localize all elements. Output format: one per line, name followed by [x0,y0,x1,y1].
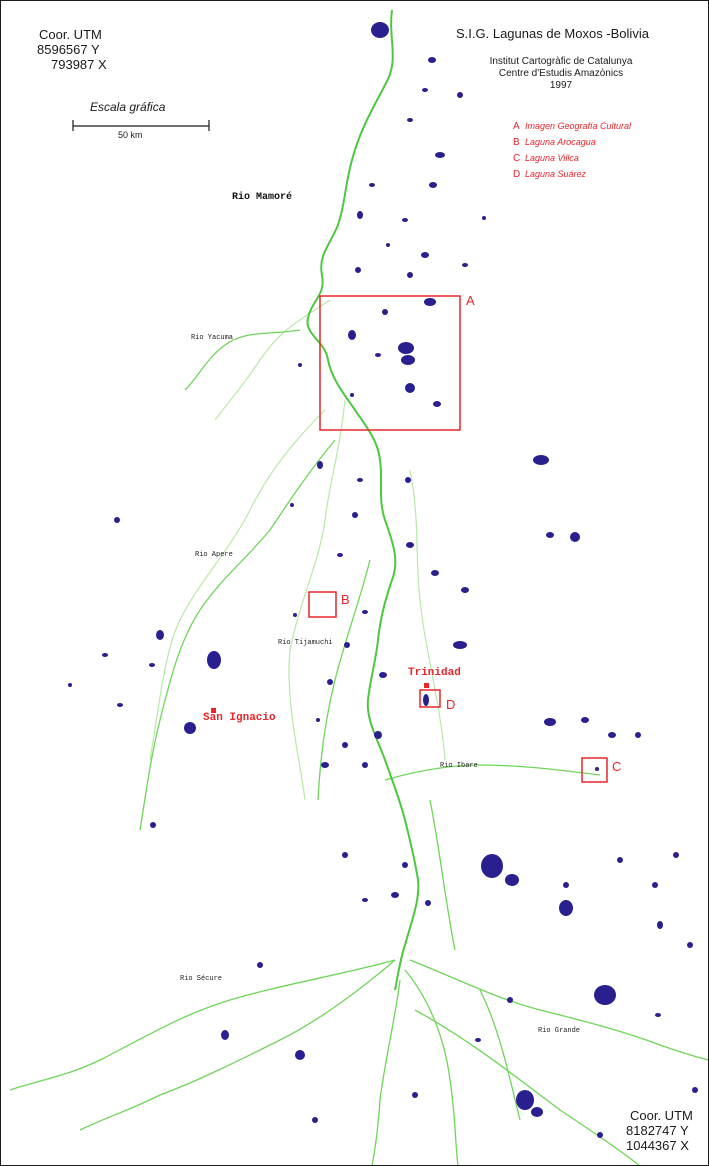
year: 1997 [549,80,573,91]
legend-label: Laguna Arocagua [525,137,596,147]
town-label-trinidad: Trinidad [408,667,461,679]
area-c-label: C [612,759,622,774]
area-b-label: B [341,592,350,607]
river-label-grande: Rio Grande [538,1027,581,1035]
legend-label: Imagen Geografía Cultural [525,121,632,131]
tributaries-faint [149,299,446,801]
coords-bottom-right-x: 1044367 X [626,1138,689,1153]
legend-key: C [513,153,521,164]
river-label-ibare: Rio Ibare [440,762,478,770]
river-label-secure: Rio Sécure [180,975,223,983]
highlight-boxes [308,295,608,783]
area-d-label: D [446,697,456,712]
coords-top-left-y: 8596567 Y [37,42,100,57]
legend-label: Laguna Villca [525,153,579,163]
legend-item-d: D Laguna Suárez [513,169,586,180]
river-mamore-line [306,9,420,991]
area-a-label: A [466,293,475,308]
coords-bottom-right-y: 8182747 Y [626,1123,689,1138]
coords-top-left-label: Coor. UTM [39,27,102,42]
coords-top-left: Coor. UTM 8596567 Y 793987 X [37,27,117,72]
scale-distance: 50 km [118,130,143,140]
legend-key: B [513,137,520,148]
area-c-box [581,757,608,783]
town-label-san-ignacio: San Ignacio [203,712,276,724]
tributaries [9,329,709,1166]
river-label-tijamuchi: Rio Tijamuchi [278,639,333,647]
scale-bar [72,120,210,131]
trinidad-marker [424,683,429,688]
scale-title: Escala gráfica [90,100,166,114]
area-a-box [319,295,461,431]
river-label-tacuma: Rio Yacuma [191,334,234,342]
legend-item-a: A Imagen Geografía Cultural [513,121,631,132]
area-d-box [419,689,441,708]
river-label-apere: Rio Apere [195,551,233,559]
legend-item-b: B Laguna Arocagua [513,137,596,148]
coords-bottom-right-label: Coor. UTM [630,1108,693,1123]
institution-line-2: Centre d'Estudis Amazònics [498,68,624,79]
san-ignacio-marker [211,708,216,713]
legend-item-c: C Laguna Villca [513,153,579,164]
map-title: S.I.G. Lagunas de Moxos -Bolivia [456,26,649,41]
river-label-mamore: Rio Mamoré [232,192,293,203]
legend-key: A [513,121,520,132]
town-markers [211,683,429,713]
legend-label: Laguna Suárez [525,169,587,179]
lagoons [68,22,698,1138]
coords-top-left-x: 793987 X [51,57,107,72]
legend-key: D [513,169,521,180]
institution-line-1: Institut Cartogràfic de Catalunya [489,56,633,67]
coords-bottom-right: Coor. UTM 8182747 Y 1044367 X [626,1108,693,1153]
area-b-box [308,591,337,618]
